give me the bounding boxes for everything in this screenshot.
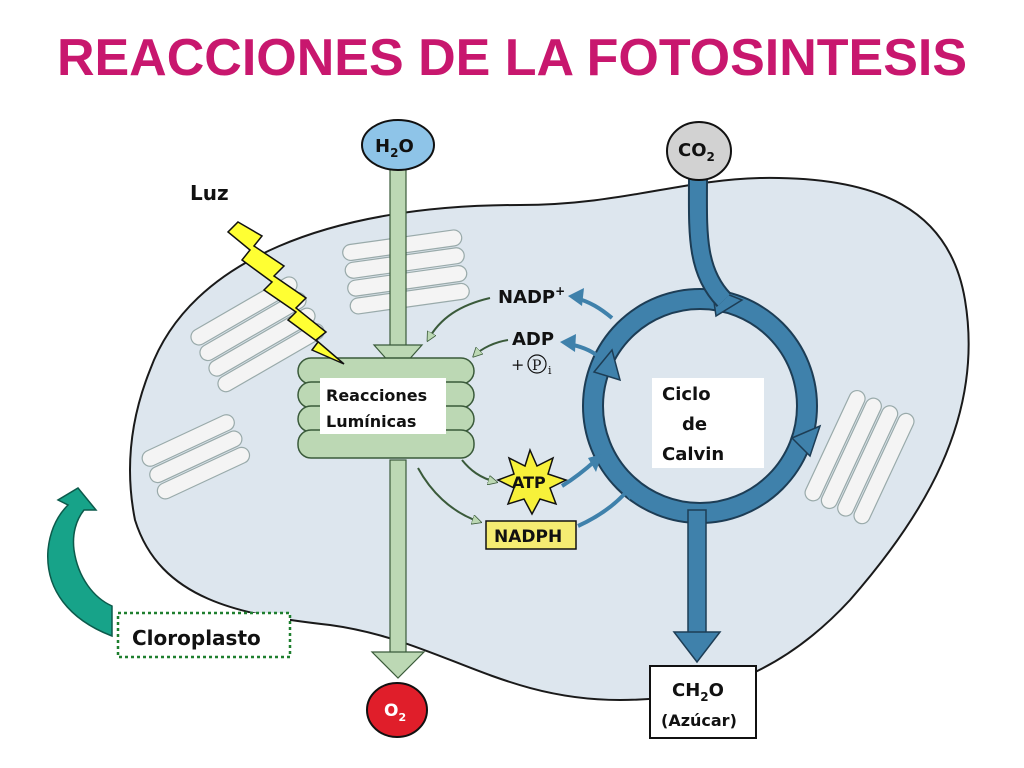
granum-to-atp-arrow xyxy=(461,459,496,482)
phosphate-circle xyxy=(527,354,547,374)
o2-output-arrow xyxy=(370,459,426,679)
chloroplast-pointer-icon xyxy=(47,487,113,638)
thylakoid-stack-lower-left xyxy=(141,414,251,500)
co2-label: CO2 xyxy=(678,140,715,164)
o2-label: O2 xyxy=(384,701,406,724)
nadp-plus-label: NADP+ xyxy=(498,284,565,308)
thylakoid-stack-top xyxy=(342,229,470,315)
calvin-label-3: Calvin xyxy=(662,444,724,465)
thylakoid-stack-right xyxy=(804,389,915,525)
nadph-label: NADPH xyxy=(494,527,562,547)
ch2o-label: CH2O xyxy=(672,680,724,704)
pi-letter-label: P xyxy=(532,358,541,374)
pi-plus-label: + xyxy=(511,355,524,374)
sugar-label: (Azúcar) xyxy=(661,711,737,730)
cycle-to-nadp-arrowhead xyxy=(568,288,584,306)
chloroplast-label: Cloroplasto xyxy=(132,626,261,650)
granum-to-nadph-arrow xyxy=(417,467,480,522)
o2-bubble xyxy=(366,682,428,738)
page-title: REACCIONES DE LA FOTOSINTESIS xyxy=(56,29,968,87)
atp-label: ATP xyxy=(512,473,546,492)
pi-sub-label: i xyxy=(548,364,552,377)
light-reactions-label-2: Lumínicas xyxy=(326,412,416,431)
light-reactions-granum xyxy=(297,357,475,459)
adp-to-granum-arrow xyxy=(474,339,509,356)
chloroplast-label-box xyxy=(116,611,292,659)
calvin-label-2: de xyxy=(682,414,707,435)
nadph-to-cycle-arrowhead xyxy=(620,482,634,500)
atp-star xyxy=(496,447,568,516)
light-reactions-label-1: Reacciones xyxy=(326,386,427,405)
ch2o-output-arrow xyxy=(672,509,722,664)
cycle-to-adp-arrowhead xyxy=(560,334,576,352)
nadp-to-granum-arrow xyxy=(428,297,491,340)
ch2o-box xyxy=(649,665,757,739)
h2o-label: H2O xyxy=(375,136,414,160)
nadph-box xyxy=(485,520,577,550)
adp-label: ADP xyxy=(512,329,554,350)
light-bolt-icon xyxy=(226,221,345,365)
atp-to-cycle-arrowhead xyxy=(588,454,602,472)
h2o-bubble xyxy=(361,119,435,171)
calvin-label-box xyxy=(652,378,764,468)
light-label: Luz xyxy=(190,181,229,205)
co2-input-arrow xyxy=(687,174,732,307)
calvin-label-1: Ciclo xyxy=(662,384,711,405)
co2-bubble xyxy=(666,121,732,181)
